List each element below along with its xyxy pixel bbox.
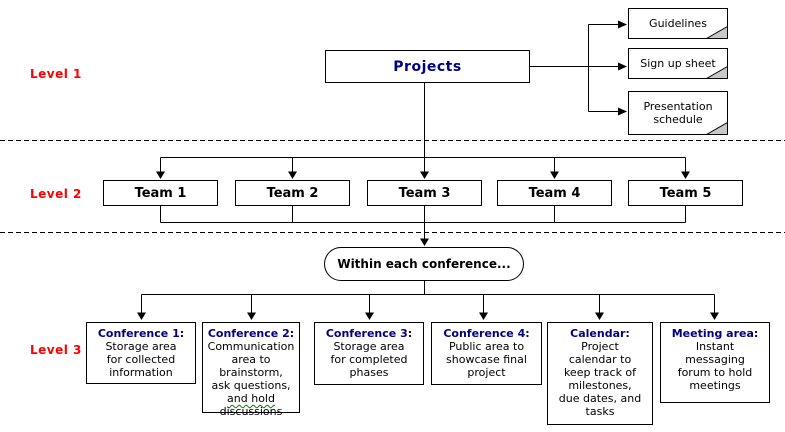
team-1-box: Team 1 bbox=[103, 180, 218, 206]
team-label: Team 1 bbox=[134, 185, 187, 201]
projects-box: Projects bbox=[325, 50, 530, 83]
area-body: Project calendar to keep track of milest… bbox=[558, 340, 642, 418]
level-3-label: Level 3 bbox=[30, 343, 82, 357]
area-body: Storage area for collected information bbox=[105, 340, 177, 379]
area-title: Conference 4: bbox=[443, 327, 530, 340]
area-body-grammar-squiggle: and hold bbox=[227, 392, 275, 405]
page-fold-icon bbox=[706, 122, 728, 135]
page-fold-icon bbox=[706, 66, 728, 79]
area-conference-3: Conference 3:Storage area for completed … bbox=[314, 322, 424, 385]
connector-lines bbox=[0, 24, 785, 313]
area-body: Instant messaging forum to hold meetings bbox=[677, 340, 753, 392]
level-2-label: Level 2 bbox=[30, 187, 82, 201]
area-body: Public area to showcase final project bbox=[446, 340, 527, 379]
area-title: Meeting area: bbox=[671, 327, 759, 340]
team-label: Team 4 bbox=[528, 185, 581, 201]
level-1-label: Level 1 bbox=[30, 67, 82, 81]
team-2-box: Team 2 bbox=[235, 180, 350, 206]
area-meeting: Meeting area:Instant messaging forum to … bbox=[660, 322, 770, 403]
team-label: Team 5 bbox=[659, 185, 712, 201]
document-label: Presentation schedule bbox=[643, 100, 713, 126]
area-title: Conference 1: bbox=[97, 327, 185, 340]
area-body: discussions bbox=[219, 405, 283, 418]
projects-label: Projects bbox=[393, 58, 462, 75]
area-conference-2: Conference 2:Communication area to brain… bbox=[202, 322, 300, 418]
area-calendar: Calendar:Project calendar to keep track … bbox=[547, 322, 653, 425]
area-body: Communication area to brainstorm, ask qu… bbox=[207, 340, 295, 392]
within-each-conference-note: Within each conference... bbox=[324, 247, 524, 281]
area-title: Conference 3: bbox=[325, 327, 413, 340]
note-label: Within each conference... bbox=[337, 257, 511, 271]
document-label: Sign up sheet bbox=[640, 57, 716, 70]
document-sign-up-sheet: Sign up sheet bbox=[628, 48, 728, 79]
page-fold-icon bbox=[706, 26, 728, 39]
area-title: Calendar: bbox=[570, 327, 630, 340]
team-3-box: Team 3 bbox=[367, 180, 482, 206]
document-guidelines: Guidelines bbox=[628, 8, 728, 39]
document-label: Guidelines bbox=[649, 17, 707, 30]
area-title: Conference 2: bbox=[207, 327, 295, 340]
area-conference-1: Conference 1:Storage area for collected … bbox=[86, 322, 196, 384]
arrowheads bbox=[137, 20, 719, 320]
area-body: Storage area for completed phases bbox=[330, 340, 408, 379]
team-5-box: Team 5 bbox=[628, 180, 743, 206]
document-presentation-schedule: Presentation schedule bbox=[628, 91, 728, 135]
team-4-box: Team 4 bbox=[497, 180, 612, 206]
area-conference-4: Conference 4:Public area to showcase fin… bbox=[431, 322, 542, 385]
team-label: Team 3 bbox=[398, 185, 451, 201]
team-label: Team 2 bbox=[266, 185, 319, 201]
